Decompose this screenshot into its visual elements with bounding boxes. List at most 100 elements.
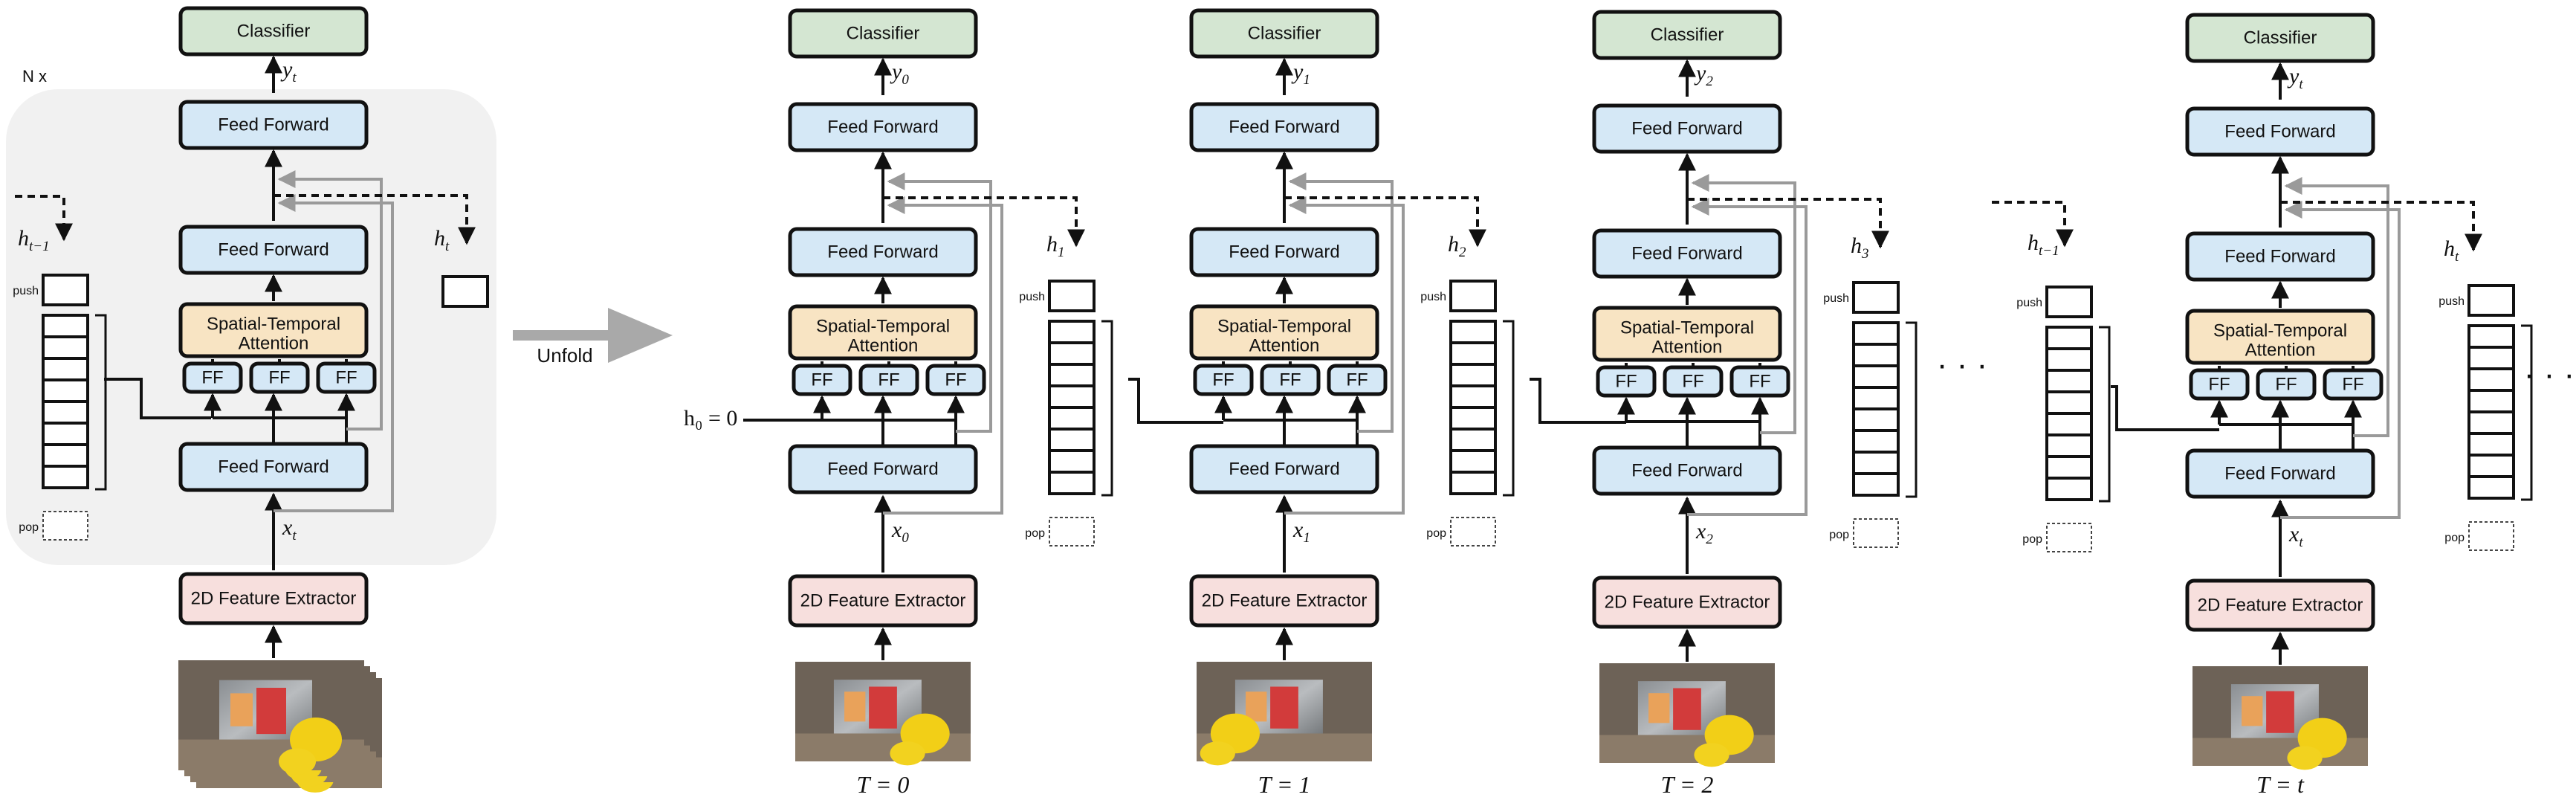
output-label: y0	[890, 59, 909, 88]
state-prev-label-last: ht−1	[2028, 230, 2059, 259]
push-label: push	[2439, 295, 2465, 308]
stack-cell	[1048, 428, 1096, 452]
stack-cell	[2467, 324, 2515, 349]
classifier-box-label: Classifier	[1651, 25, 1724, 45]
residual-path-outer	[1687, 198, 1808, 516]
small-ff-box-2	[2256, 368, 2317, 401]
stack-cell	[2045, 477, 2093, 501]
stack-cell	[1852, 343, 1900, 367]
stack-pop-slot	[2046, 523, 2092, 552]
small-ff-box-2-label: FF	[878, 370, 899, 390]
small-ff-box-1	[1193, 364, 1254, 396]
sponge	[844, 691, 866, 722]
residual-path-inner	[2284, 177, 2389, 437]
state-output-dashed	[1687, 198, 1889, 249]
small-ff-box-3	[2323, 368, 2384, 401]
attention-label-line1: Spatial-Temporal	[2213, 320, 2347, 341]
small-ff-box-1-label: FF	[2208, 374, 2230, 394]
push-label: push	[1823, 292, 1849, 305]
initial-state-label: h₀ = 0	[684, 406, 737, 431]
yellow-glove	[2287, 746, 2323, 770]
small-ff-box-3-label: FF	[1346, 370, 1368, 390]
stack-cell	[2467, 389, 2515, 413]
residual-path-outer	[883, 196, 1003, 515]
stack-cell	[1449, 384, 1497, 409]
small-ff-box-2	[858, 364, 919, 396]
small-ff-box-2-label: FF	[2275, 374, 2297, 394]
stack-cell	[2467, 367, 2515, 392]
small-ff-box-2-label: FF	[1682, 371, 1703, 391]
stack-cell	[2467, 410, 2515, 435]
stack-pop-slot	[1450, 517, 1496, 547]
stack-cell	[42, 465, 89, 489]
feed-forward-middle-box	[1592, 228, 1782, 279]
feed-forward-bottom-box	[788, 444, 978, 494]
push-label: push	[1019, 291, 1045, 303]
small-ff-box-3	[1327, 364, 1388, 396]
pop-label: pop	[19, 521, 39, 534]
feed-forward-top-box-label: Feed Forward	[218, 115, 329, 135]
unfold-arrow	[513, 308, 673, 363]
stack-cell	[42, 335, 89, 360]
feed-forward-top-box	[2185, 106, 2375, 157]
pop-label: pop	[1426, 527, 1446, 540]
stack-cell	[1852, 451, 1900, 475]
stack-bracket	[1503, 320, 1515, 497]
stack-cell	[1852, 407, 1900, 432]
stack-cell	[1449, 471, 1497, 495]
feed-forward-top-box-label: Feed Forward	[827, 117, 938, 137]
sponge	[1246, 691, 1267, 722]
unfold-label: Unfold	[537, 344, 592, 367]
stack-cell	[1048, 406, 1096, 431]
feed-forward-middle-box	[2185, 231, 2375, 282]
pop-label: pop	[1829, 529, 1849, 541]
stack-cell	[1852, 429, 1900, 454]
yellow-glove	[1200, 741, 1235, 766]
time-label-3: T = t	[2256, 771, 2305, 798]
stack-push-slot	[2045, 286, 2093, 318]
input-label: x0	[891, 518, 909, 546]
feed-forward-top-box	[1189, 102, 1379, 152]
feed-forward-top-box-label: Feed Forward	[1631, 118, 1742, 138]
feed-forward-bottom-box	[1592, 445, 1782, 496]
video-frame-image	[1197, 662, 1372, 766]
small-ff-box-1	[182, 361, 243, 394]
state-output-dashed	[1284, 196, 1486, 248]
small-ff-box-2-label: FF	[268, 367, 290, 387]
stack-cell	[2467, 432, 2515, 457]
pop-label: pop	[2022, 533, 2042, 546]
stack-cell	[1449, 341, 1497, 366]
state-output-dashed	[2280, 201, 2482, 252]
feed-forward-bottom-box	[1189, 444, 1379, 494]
yellow-glove	[1694, 743, 1729, 767]
classifier-box-label: Classifier	[237, 21, 311, 41]
small-ff-box-2	[1663, 365, 1724, 398]
stack-cell	[2045, 412, 2093, 436]
stack-to-next-column	[1128, 378, 1223, 424]
residual-path-inner	[1288, 173, 1394, 433]
memory-stack: push pop	[1019, 280, 1113, 547]
small-ff-box-2	[249, 361, 310, 394]
attention-label-line1: Spatial-Temporal	[207, 314, 340, 334]
attention-label-line2: Attention	[1652, 337, 1723, 357]
attention-label-line1: Spatial-Temporal	[1217, 316, 1351, 336]
attention-box	[1592, 306, 1782, 362]
state-input-dashed	[15, 195, 73, 242]
stack-cell	[42, 378, 89, 403]
feed-forward-bottom-box-label: Feed Forward	[218, 457, 329, 477]
memory-stack: push pop	[13, 274, 107, 541]
feed-forward-middle-box-label: Feed Forward	[827, 242, 938, 262]
push-label: push	[13, 285, 39, 297]
stack-cell	[1048, 471, 1096, 495]
feature-extractor-box-label: 2D Feature Extractor	[1202, 590, 1368, 610]
ellipsis-middle: · · ·	[1937, 346, 1987, 383]
attention-label-line1: Spatial-Temporal	[1620, 317, 1754, 338]
stack-cell	[1449, 428, 1497, 452]
pop-label: pop	[1025, 527, 1045, 540]
state-label-2: h3	[1851, 233, 1869, 262]
video-frame-image	[2192, 666, 2368, 770]
red-container	[869, 686, 897, 729]
